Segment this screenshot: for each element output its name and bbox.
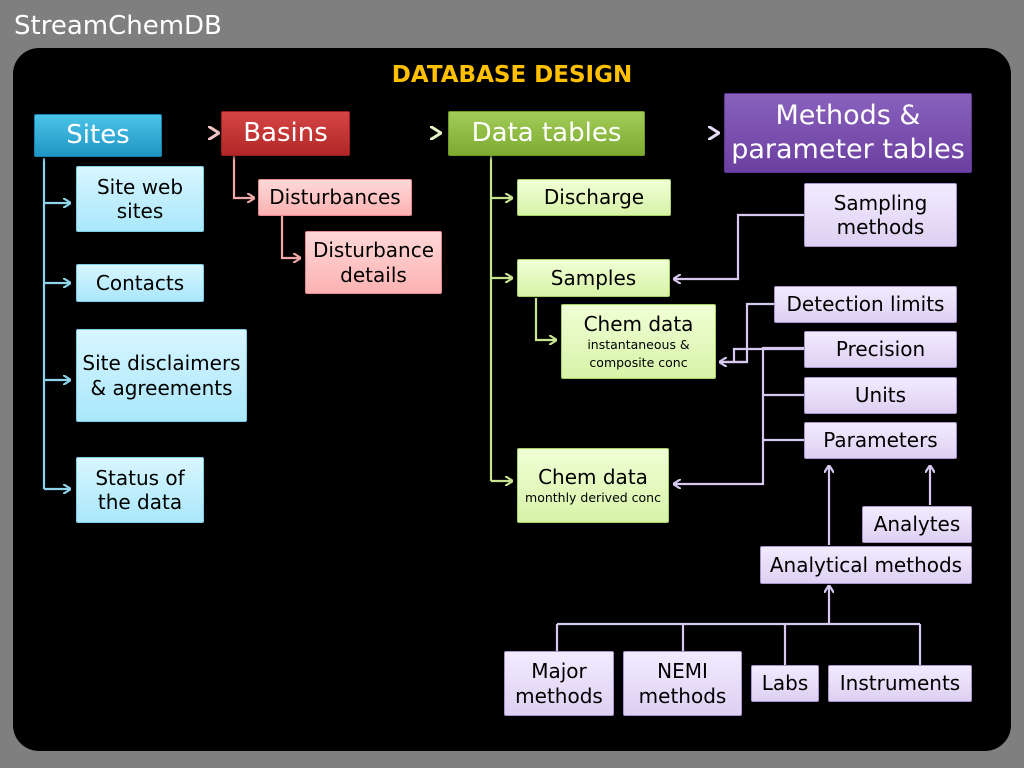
instruments-label: Instruments [839,671,961,696]
analytical-methods-label: Analytical methods [769,552,963,577]
chem-data-inst-title: Chem data [583,311,694,336]
major-methods-label: Major methods [515,659,603,708]
discharge-table: Discharge [517,179,671,216]
detection-limits-label: Detection limits [786,292,945,317]
site-web-sites-label: Site web sites [96,174,184,223]
disturbance-details-table: Disturbance details [305,231,442,294]
data-tables-label: Data tables [471,117,622,148]
instruments-table: Instruments [828,665,972,702]
analytes-label: Analytes [873,512,961,537]
discharge-label: Discharge [543,185,645,210]
chem-data-monthly-subtitle: monthly derived conc [525,489,661,505]
units-table: Units [804,377,957,414]
diagram-heading: DATABASE DESIGN [391,62,633,88]
parameters-table: Parameters [804,422,957,459]
basins-table: Basins [221,111,350,156]
chem-data-inst-subtitle: instantaneous & composite conc [587,337,690,370]
sites-label: Sites [66,119,130,150]
data-tables-box: Data tables [448,111,645,156]
methods-parameter-tables-box: Methods & parameter tables [724,93,972,173]
status-of-data-label: Status of the data [95,465,185,514]
nemi-methods-label: NEMI methods [638,659,727,708]
nemi-methods-table: NEMI methods [623,651,742,716]
disturbances-table: Disturbances [258,179,412,216]
labs-table: Labs [751,665,819,702]
site-disclaimers-table: Site disclaimers & agreements [76,329,247,422]
chem-data-monthly-table: Chem data monthly derived conc [517,448,669,523]
disturbance-details-label: Disturbance details [312,238,435,287]
major-methods-table: Major methods [504,651,614,716]
precision-table: Precision [804,331,957,368]
parameters-label: Parameters [823,428,938,453]
contacts-table: Contacts [76,264,204,302]
app-title: StreamChemDB [14,11,222,41]
sampling-methods-table: Sampling methods [804,183,957,247]
precision-label: Precision [835,337,926,362]
detection-limits-table: Detection limits [774,286,957,323]
contacts-label: Contacts [95,270,185,295]
methods-label: Methods & parameter tables [731,100,965,165]
site-web-sites-table: Site web sites [76,166,204,232]
units-label: Units [854,383,907,408]
sampling-methods-label: Sampling methods [833,190,928,239]
basins-label: Basins [243,117,328,148]
analytes-table: Analytes [862,506,972,543]
disturbances-label: Disturbances [269,185,401,210]
sites-table: Sites [34,114,162,157]
samples-table: Samples [517,259,670,297]
samples-label: Samples [550,265,637,290]
site-disclaimers-label: Site disclaimers & agreements [82,351,241,400]
chem-data-instantaneous-table: Chem data instantaneous & composite conc [561,304,716,379]
labs-label: Labs [761,671,809,696]
status-of-data-table: Status of the data [76,457,204,523]
analytical-methods-table: Analytical methods [760,546,972,584]
chem-data-monthly-title: Chem data [538,464,648,489]
